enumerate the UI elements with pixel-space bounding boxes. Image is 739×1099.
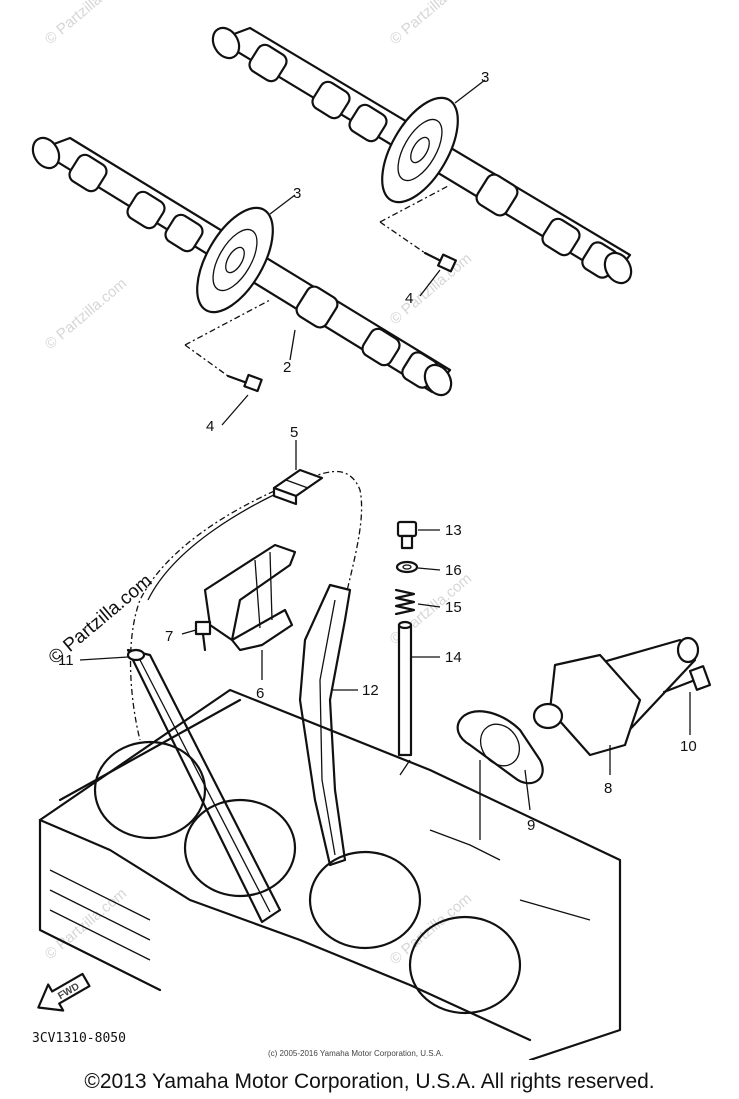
callout-3-upper: 3 [481,69,489,86]
callout-6: 6 [256,685,264,702]
callouts: 3 3 2 4 4 5 13 16 15 14 7 11 6 12 8 10 9 [58,69,697,834]
callout-4-lower: 4 [206,418,214,435]
callout-13: 13 [445,522,462,539]
callout-16: 16 [445,562,462,579]
callout-12: 12 [362,682,379,699]
chain-tensioner-guide [298,583,352,867]
watermark: © Partzilla.com [42,0,130,48]
footer-copyright: ©2013 Yamaha Motor Corporation, U.S.A. A… [84,1070,655,1093]
watermark: © Partzilla.com [387,890,475,968]
leader-lines [79,79,691,811]
callout-15: 15 [445,599,462,616]
diagram-code: 3CV1310-8050 [32,1031,126,1046]
small-copyright: (c) 2005-2016 Yamaha Motor Corporation, … [268,1049,443,1058]
camshaft-upper [211,26,633,285]
watermark: © Partzilla.com [387,0,475,48]
fwd-arrow-icon: FWD [37,972,91,1012]
callout-7: 7 [165,628,173,645]
sprocket-bolt-upper [379,184,457,273]
callout-8: 8 [604,780,612,797]
callout-10: 10 [680,738,697,755]
bolt-10 [662,665,712,694]
tensioner-gasket [456,710,544,785]
callout-14: 14 [445,649,462,666]
guide-stopper [272,468,324,506]
cylinder-block [38,688,622,1060]
cap-bolt [396,520,418,550]
watermark: © Partzilla.com [387,250,475,328]
spring [394,588,416,616]
sprocket-bolt-lower [184,299,271,393]
tensioner-assembly [532,636,700,757]
watermark: © Partzilla.com [42,275,130,353]
callout-5: 5 [290,424,298,441]
tensioner-pushrod [397,620,413,757]
callout-2: 2 [283,359,291,376]
callout-11: 11 [58,652,74,669]
camshaft-lower [31,136,453,397]
bolt-7 [194,620,212,652]
callout-4-upper: 4 [405,290,413,307]
chain-guide-exhaust-side [203,543,297,652]
callout-9: 9 [527,817,535,834]
washer [395,560,419,574]
parts-diagram: © Partzilla.com © Partzilla.com © Partzi… [31,0,712,1060]
callout-3-lower: 3 [293,185,301,202]
